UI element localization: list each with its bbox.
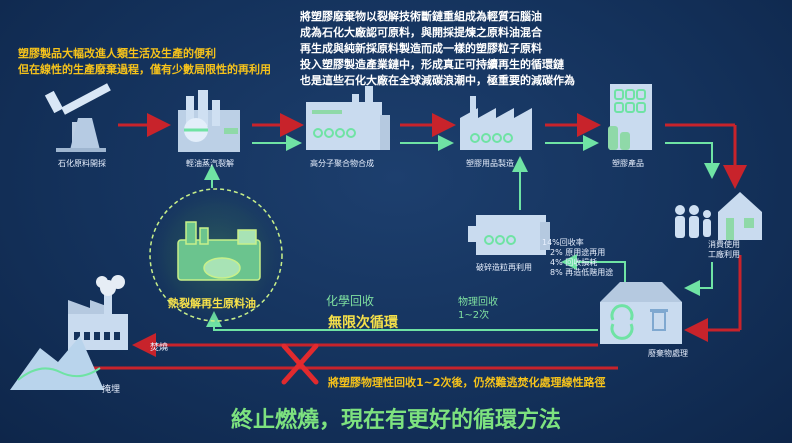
recycle-stats: 14%回收率 2% 原用途再用 4% 回收損耗 8% 再造低階用途 bbox=[542, 238, 613, 278]
pump-jack-icon bbox=[44, 83, 111, 152]
top-description-line-4: 投入塑膠製造產業鏈中，形成真正可持續再生的循環鏈 bbox=[300, 58, 564, 71]
incinerator-icon bbox=[68, 275, 128, 350]
recycle-stat-2: 2% 原用途再用 bbox=[550, 248, 606, 257]
label-pyrolysis: 熱裂解再生原料油 bbox=[168, 297, 256, 310]
top-description-line-5: 也是這些石化大廠在全球減碳浪潮中，極重要的減碳作為 bbox=[300, 74, 575, 87]
pyrolysis-highlight bbox=[146, 185, 286, 325]
label-incineration: 焚燒 bbox=[150, 343, 169, 353]
label-products: 塑膠產品 bbox=[612, 159, 644, 168]
recycle-stat-3: 4% 回收損耗 bbox=[550, 258, 598, 267]
cracking-plant-icon bbox=[178, 90, 240, 152]
top-description-line-2: 成為石化大廠認可原料，與開採提煉之原料油混合 bbox=[300, 26, 542, 39]
label-infinite-loop: 無限次循環 bbox=[328, 315, 398, 331]
polymer-plant-icon bbox=[306, 86, 390, 150]
waste-processing-icon bbox=[600, 282, 682, 344]
warning-note: 將塑膠物理性回收1~2次後，仍然難逃焚化處理線性路徑 bbox=[328, 376, 606, 389]
label-chemical-recycle: 化學回收 bbox=[326, 294, 375, 308]
plastic-products-icon bbox=[608, 84, 652, 150]
stop-cross-icon bbox=[281, 343, 319, 385]
recycle-stat-4: 8% 再造低階用途 bbox=[550, 268, 614, 277]
label-physical-recycle: 物理回收 1~2次 bbox=[458, 296, 498, 322]
green-arrow-consumer-to-waste bbox=[684, 262, 713, 296]
left-description: 塑膠製品大幅改進人類生活及生產的便利 但在線性的生產廢棄過程，僅有少數局限性的再… bbox=[18, 46, 271, 78]
label-mechanical: 破碎造粒再利用 bbox=[476, 263, 532, 272]
label-extraction: 石化原料開採 bbox=[58, 159, 106, 168]
top-description-line-3: 再生成與純新採原料製造而成一樣的塑膠粒子原料 bbox=[300, 42, 542, 55]
green-arrow-products-to-consumer bbox=[665, 142, 720, 179]
top-description: 將塑膠廢棄物以裂解技術斷鏈重組成為輕質石腦油 成為石化大廠認可原料，與開採提煉之… bbox=[300, 9, 575, 89]
top-description-line-1: 將塑膠廢棄物以裂解技術斷鏈重組成為輕質石腦油 bbox=[300, 10, 542, 23]
linear-path-arrows bbox=[62, 113, 747, 380]
physical-recycle-line-1: 物理回收 bbox=[458, 297, 498, 308]
mechanical-recycling-icon bbox=[468, 215, 550, 255]
label-waste: 廢棄物處理 bbox=[648, 349, 688, 358]
manufacturing-factory-icon bbox=[460, 96, 532, 150]
recycle-stat-1: 14%回收率 bbox=[542, 238, 584, 247]
left-description-line-1: 塑膠製品大幅改進人類生活及生產的便利 bbox=[18, 47, 216, 60]
physical-recycle-line-2: 1~2次 bbox=[458, 310, 490, 321]
consumer-people-icon bbox=[675, 192, 762, 240]
label-polymer: 高分子聚合物合成 bbox=[310, 159, 374, 168]
label-consumer: 消費使用 工廠利用 bbox=[708, 240, 740, 259]
bottom-title: 終止燃燒，現在有更好的循環方法 bbox=[230, 408, 561, 433]
left-description-line-2: 但在線性的生產廢棄過程，僅有少數局限性的再利用 bbox=[18, 63, 271, 76]
pyrolysis-plant-icon bbox=[177, 221, 261, 281]
label-manufacturing: 塑膠用品製造 bbox=[466, 159, 514, 168]
landfill-mountain-icon bbox=[10, 336, 104, 390]
label-cracking: 輕油蒸汽裂解 bbox=[186, 159, 234, 168]
label-landfill: 掩埋 bbox=[102, 385, 121, 395]
